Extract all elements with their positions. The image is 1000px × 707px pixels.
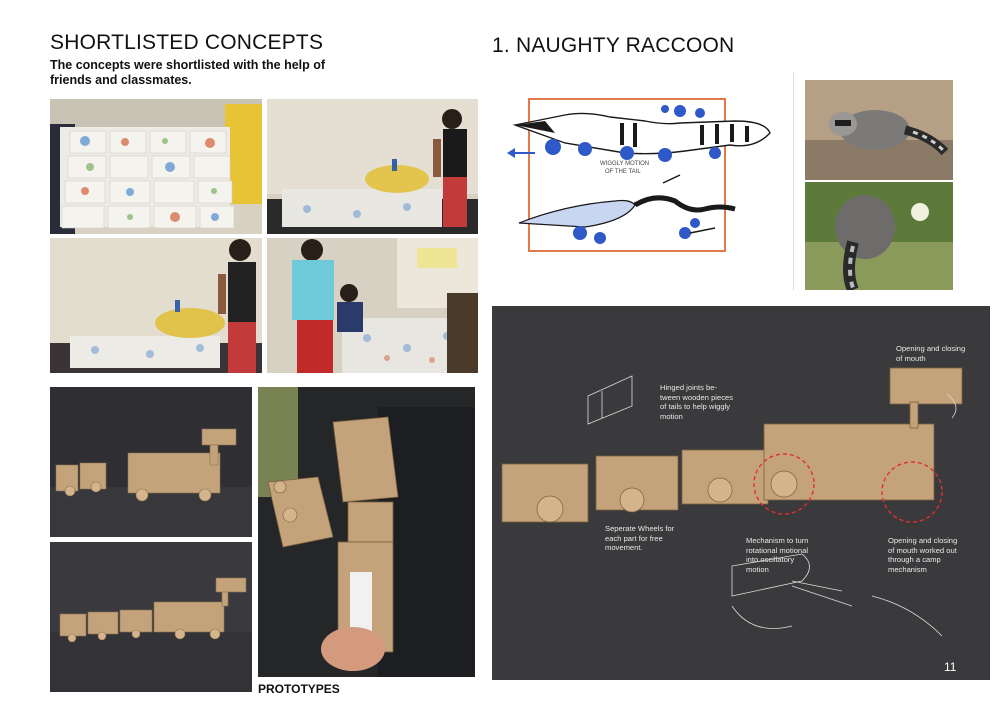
- prototypes-caption: PROTOTYPES: [258, 682, 340, 696]
- section-subtitle: The concepts were shortlisted with the h…: [50, 58, 325, 88]
- section-title-naughty-raccoon: 1. NAUGHTY RACCOON: [492, 34, 735, 57]
- subtitle-line-1: The concepts were shortlisted with the h…: [50, 58, 326, 72]
- section-title-shortlisted: SHORTLISTED CONCEPTS: [50, 31, 324, 54]
- sketch-note-line-2: OF THE TAIL: [605, 169, 641, 175]
- concept-sketch: WIGGLY MOTION OF THE TAIL: [505, 93, 775, 258]
- photo-raccoon-2: [805, 182, 953, 290]
- photo-prototype-side-2: [50, 542, 252, 692]
- photo-prototype-handheld: [258, 387, 475, 677]
- subtitle-line-2: friends and classmates.: [50, 73, 192, 87]
- divider-vertical: [793, 72, 794, 290]
- photo-person-viewing-sheets-1: [267, 99, 478, 234]
- photo-person-viewing-sheets-2: [50, 238, 262, 373]
- page-number: 11: [944, 660, 957, 674]
- photo-prototype-side-1: [50, 387, 252, 537]
- photo-concept-sheets-bed: [50, 99, 262, 234]
- photo-raccoon-1: [805, 80, 953, 180]
- sketch-note-line-1: WIGGLY MOTION: [600, 161, 649, 167]
- photo-friends-discussing: [267, 238, 478, 373]
